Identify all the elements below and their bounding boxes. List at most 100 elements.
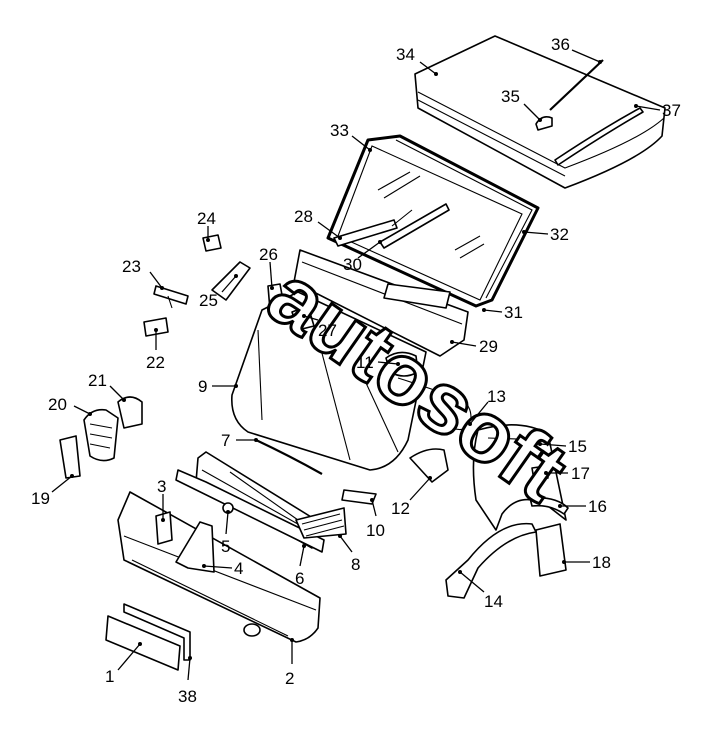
svg-text:19: 19 — [31, 489, 50, 508]
svg-text:18: 18 — [592, 553, 611, 572]
grille-mesh-panel — [295, 507, 347, 539]
svg-text:1: 1 — [105, 667, 114, 686]
svg-text:28: 28 — [294, 207, 313, 226]
svg-text:30: 30 — [343, 255, 362, 274]
svg-text:35: 35 — [501, 87, 520, 106]
windscreen-glass — [337, 145, 523, 301]
callout-14: 14 — [458, 570, 503, 611]
cowl-panel — [293, 249, 469, 357]
bonnet-release-cable — [397, 377, 472, 431]
svg-text:26: 26 — [259, 245, 278, 264]
callout-25: 25 — [199, 274, 238, 310]
callout-36: 36 — [551, 35, 602, 64]
headlamp-bulb-housing — [117, 396, 143, 429]
callout-4: 4 — [202, 559, 243, 578]
svg-text:29: 29 — [479, 337, 498, 356]
mud-flap — [535, 523, 567, 577]
side-repeater — [531, 465, 549, 481]
callout-30: 30 — [343, 240, 382, 274]
svg-text:5: 5 — [221, 537, 230, 556]
inner-wing-liner — [445, 522, 537, 599]
callout-37: 37 — [634, 101, 681, 120]
svg-text:25: 25 — [199, 291, 218, 310]
svg-text:6: 6 — [295, 569, 304, 588]
callout-16: 16 — [558, 497, 607, 516]
wiper-blade — [379, 203, 450, 249]
callout-23: 23 — [122, 257, 164, 290]
grille-clip — [341, 489, 377, 505]
svg-text:31: 31 — [504, 303, 523, 322]
callout-22: 22 — [146, 328, 165, 372]
callout-31: 31 — [482, 303, 523, 322]
callout-1: 1 — [105, 642, 142, 686]
front-wing — [472, 424, 567, 531]
svg-text:15: 15 — [568, 437, 587, 456]
bumper-support — [175, 521, 215, 573]
svg-text:37: 37 — [662, 101, 681, 120]
svg-text:21: 21 — [88, 371, 107, 390]
svg-text:33: 33 — [330, 121, 349, 140]
svg-text:3: 3 — [157, 477, 166, 496]
callout-34: 34 — [396, 45, 438, 76]
wing-bracket — [409, 448, 449, 483]
svg-text:24: 24 — [197, 209, 216, 228]
svg-text:13: 13 — [487, 387, 506, 406]
callout-6: 6 — [295, 544, 306, 588]
callout-15: 15 — [538, 437, 587, 456]
svg-text:22: 22 — [146, 353, 165, 372]
svg-text:20: 20 — [48, 395, 67, 414]
svg-text:38: 38 — [178, 687, 197, 706]
bonnet-lock — [291, 305, 315, 331]
roof-trim-strip — [554, 107, 644, 166]
callout-12: 12 — [391, 476, 432, 518]
callout-20: 20 — [48, 395, 92, 416]
svg-text:11: 11 — [356, 353, 374, 372]
roof-panel — [414, 35, 666, 189]
callout-13: 13 — [468, 387, 506, 426]
callout-3: 3 — [157, 477, 166, 522]
callout-33: 33 — [330, 121, 372, 152]
bonnet — [231, 291, 427, 471]
callout-18: 18 — [562, 553, 611, 572]
svg-text:32: 32 — [550, 225, 569, 244]
callout-27: 27 — [302, 314, 337, 340]
svg-text:14: 14 — [484, 592, 503, 611]
callout-10: 10 — [366, 498, 385, 540]
svg-text:8: 8 — [351, 555, 360, 574]
indicator-lamp — [59, 435, 81, 479]
number-plate — [105, 615, 181, 671]
bonnet-hinge — [153, 285, 189, 305]
svg-text:36: 36 — [551, 35, 570, 54]
svg-text:27: 27 — [318, 321, 337, 340]
callout-35: 35 — [501, 87, 542, 122]
svg-text:34: 34 — [396, 45, 415, 64]
mounting-bracket — [143, 317, 169, 337]
callout-5: 5 — [221, 510, 230, 556]
callout-8: 8 — [338, 534, 360, 574]
wheel-arch-trim — [529, 496, 569, 515]
aerial-rod — [549, 59, 604, 111]
headlamp — [83, 408, 119, 462]
svg-text:23: 23 — [122, 257, 141, 276]
callout-32: 32 — [522, 225, 569, 244]
callout-38: 38 — [178, 656, 197, 706]
svg-text:9: 9 — [198, 377, 207, 396]
callout-29: 29 — [450, 337, 498, 356]
washer-reservoir — [385, 351, 419, 377]
callout-2: 2 — [285, 638, 294, 688]
retaining-clip — [202, 234, 222, 252]
callout-11: 11 — [356, 353, 400, 372]
callout-7: 7 — [221, 431, 258, 450]
callout-9: 9 — [198, 377, 238, 396]
callout-28: 28 — [294, 207, 342, 240]
svg-text:10: 10 — [366, 521, 385, 540]
callout-21: 21 — [88, 371, 126, 402]
svg-text:4: 4 — [234, 559, 243, 578]
svg-text:16: 16 — [588, 497, 607, 516]
svg-text:17: 17 — [571, 464, 590, 483]
windscreen-seal — [326, 134, 540, 308]
callout-26: 26 — [259, 245, 278, 290]
callout-17: 17 — [544, 464, 590, 483]
